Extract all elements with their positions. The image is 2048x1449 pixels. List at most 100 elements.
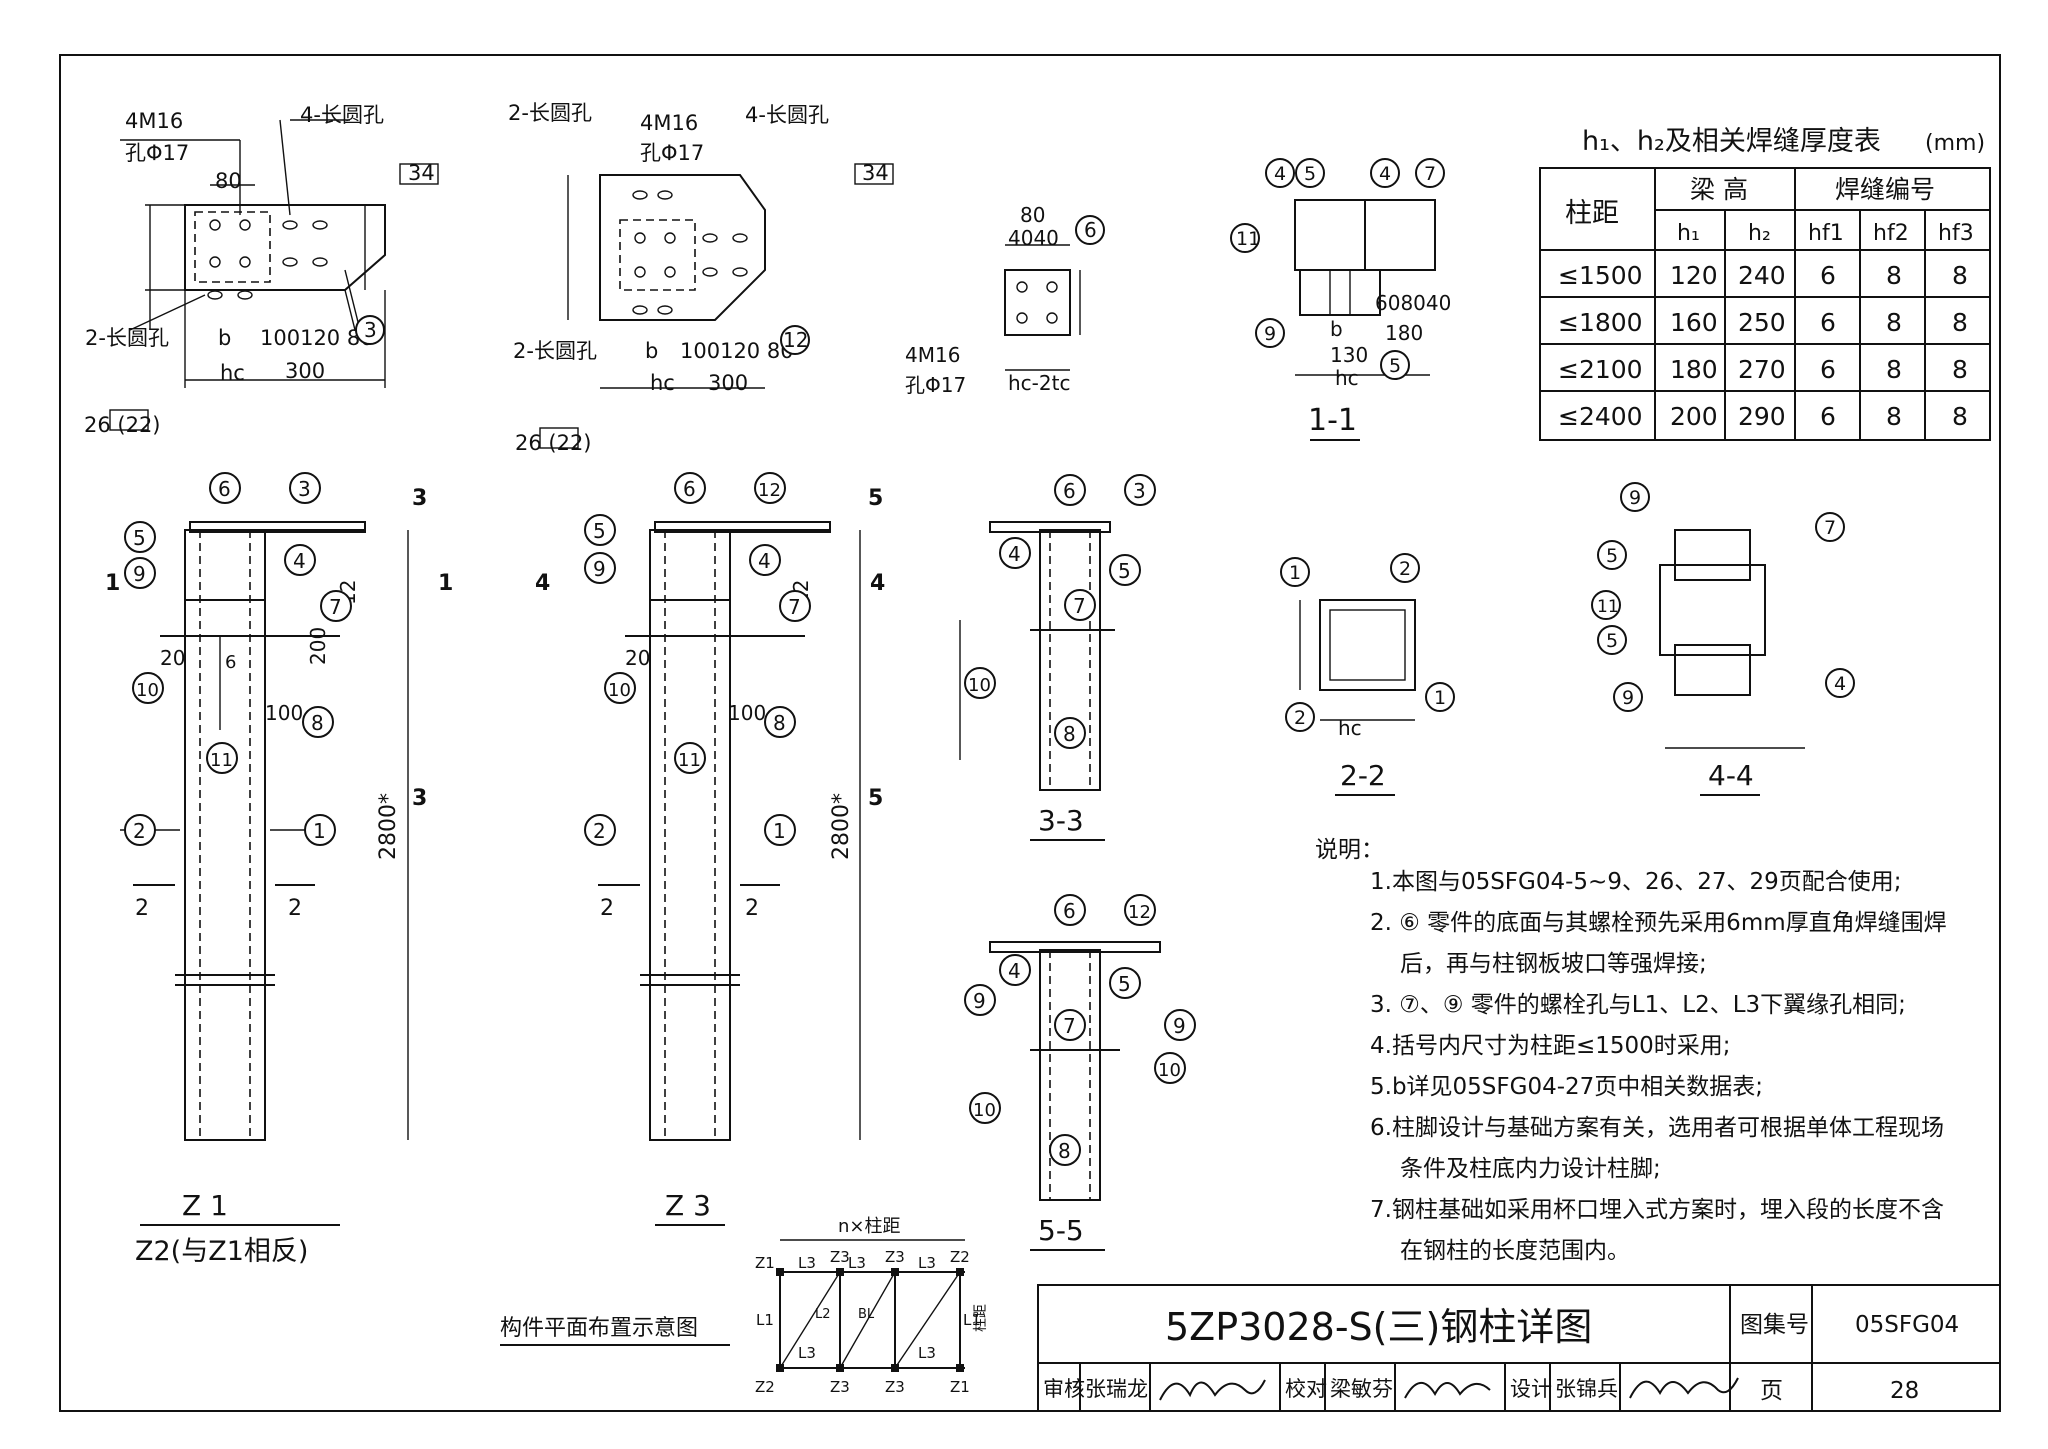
drawing-title: 5ZP3028-S(三)钢柱详图	[1165, 1305, 1592, 1349]
row-h1: 120	[1670, 261, 1718, 290]
part-number: 5	[1389, 355, 1401, 377]
part-number: 2	[1399, 558, 1411, 580]
row-h1: 200	[1670, 402, 1718, 431]
sheet-border	[59, 54, 2001, 1412]
designer-name: 张锦兵	[1555, 1377, 1618, 1401]
section-mark: 4	[535, 571, 550, 596]
cap-plate-detail-z1: 4M16 孔Φ17 4-长圆孔 80 2-长圆孔 b 100120 80 hc …	[84, 103, 439, 437]
row-hf2: 8	[1886, 355, 1902, 384]
designer-signature	[1629, 1377, 1739, 1399]
row-hf1: 6	[1820, 261, 1836, 290]
part-number: 12	[758, 480, 781, 501]
header-beam-height: 梁 高	[1690, 175, 1748, 204]
row-hf1: 6	[1820, 308, 1836, 337]
column-z1-elevation: 2800* 12 200 20 100 6 2 2 Z 1 Z2(与Z1相反) …	[105, 472, 453, 1267]
reviewer-signature	[1159, 1379, 1266, 1401]
check-label: 校对	[1285, 1377, 1327, 1401]
dim-label: b	[645, 339, 658, 363]
row-hf3: 8	[1952, 402, 1968, 431]
checker-signature	[1404, 1382, 1491, 1399]
dim-label: hc	[220, 361, 245, 385]
hole-label: 孔Φ17	[640, 141, 704, 165]
part-number: 7	[329, 595, 342, 619]
part-number: 8	[1058, 1139, 1071, 1163]
layout-node: Z1	[950, 1378, 970, 1396]
part-number: 9	[133, 562, 146, 586]
row-spacing: ≤2100	[1558, 355, 1643, 384]
dim-label: 300	[708, 371, 748, 395]
layout-node: Z2	[755, 1378, 775, 1396]
part-number: 9	[973, 989, 986, 1013]
part-number: 12	[783, 328, 808, 352]
part-number: 10	[968, 675, 991, 696]
row-h2: 240	[1738, 261, 1786, 290]
weld-table	[1539, 167, 1991, 441]
part-number: 10	[136, 680, 159, 701]
note-line: 5.b详见05SFG04-27页中相关数据表;	[1370, 1074, 1764, 1100]
part-number: 7	[788, 595, 801, 619]
section-1-1: b 130 608040 180 hc 1-1 4 5 4 7 11 9 5	[1230, 158, 1451, 441]
part-number: 8	[311, 711, 324, 735]
slot-label: 4-长圆孔	[300, 103, 384, 127]
note-line: 6.柱脚设计与基础方案有关，选用者可根据单体工程现场	[1370, 1115, 1944, 1141]
dim-label: hc	[1338, 716, 1362, 740]
part-number: 10	[608, 680, 631, 701]
subheader: hf3	[1938, 221, 1974, 246]
part-number: 5	[1304, 163, 1316, 185]
part-number: 1	[1289, 562, 1301, 584]
dim-label: 100120 80	[260, 326, 374, 350]
section-3-3: 3-3 6 3 4 5 7 10 8	[959, 474, 1156, 841]
part-number: 7	[1063, 1014, 1076, 1038]
note-line: 3. ⑦、⑨ 零件的螺栓孔与L1、L2、L3下翼缘孔相同;	[1370, 992, 1906, 1018]
row-hf2: 8	[1886, 402, 1902, 431]
dim-label: 34	[408, 161, 435, 185]
review-label: 审核	[1043, 1377, 1085, 1401]
hole-label: 孔Φ17	[125, 141, 189, 165]
dim-label: 608040	[1375, 291, 1451, 315]
slot-label: 2-长圆孔	[513, 339, 597, 363]
part-number: 11	[210, 750, 233, 771]
dim-label: hc	[1335, 366, 1359, 390]
dim-label: 20	[160, 646, 185, 670]
part-number: 9	[1173, 1014, 1186, 1038]
part-number: 3	[1133, 479, 1146, 503]
part-number: 5	[1606, 630, 1618, 652]
part-number: 7	[1073, 594, 1086, 618]
reviewer-name: 张瑞龙	[1085, 1377, 1148, 1401]
cap-plate-detail-z3: 2-长圆孔 4M16 孔Φ17 4-长圆孔 2-长圆孔 b 100120 80 …	[508, 101, 894, 455]
dim-label: 26 (22)	[84, 413, 161, 437]
section-title: 3-3	[1038, 804, 1084, 837]
part-number: 6	[1063, 479, 1076, 503]
bolt-label: 4M16	[640, 111, 698, 135]
layout-node: L3	[798, 1344, 816, 1362]
row-hf3: 8	[1952, 261, 1968, 290]
part-number: 4	[293, 549, 306, 573]
section-mark: 2	[288, 896, 302, 921]
dim-label: 180	[1385, 321, 1423, 345]
row-hf3: 8	[1952, 355, 1968, 384]
layout-node: L3	[798, 1254, 816, 1272]
atlas-label: 图集号	[1740, 1312, 1809, 1338]
row-hf1: 6	[1820, 402, 1836, 431]
layout-node: Z3	[830, 1248, 850, 1266]
dim-label: 200	[306, 627, 330, 665]
column-label-z1: Z 1	[182, 1189, 228, 1222]
part-number: 8	[773, 711, 786, 735]
layout-node: Z2	[950, 1248, 970, 1266]
page-number: 28	[1890, 1378, 1919, 1404]
part-number: 6	[1063, 899, 1076, 923]
dim-label: 100	[728, 701, 766, 725]
checker-name: 梁敏芬	[1330, 1377, 1393, 1401]
notes-heading: 说明：	[1315, 837, 1384, 863]
row-spacing: ≤1800	[1558, 308, 1643, 337]
part-number: 2	[133, 819, 146, 843]
row-h1: 160	[1670, 308, 1718, 337]
part-number: 4	[1379, 163, 1391, 185]
part-number: 11	[1236, 228, 1260, 250]
part-number: 11	[678, 750, 701, 771]
note-line: 2. ⑥ 零件的底面与其螺栓预先采用6mm厚直角焊缝围焊	[1370, 910, 1947, 936]
member-layout-plan: n×柱距 Z1 L3 Z3 L3 Z3 L3 Z2 Z2 L3 Z3 Z3 L3…	[500, 1216, 989, 1396]
note-line: 在钢柱的长度范围内。	[1400, 1238, 1630, 1264]
dim-label: b	[1330, 317, 1343, 341]
subheader: hf2	[1873, 221, 1909, 246]
